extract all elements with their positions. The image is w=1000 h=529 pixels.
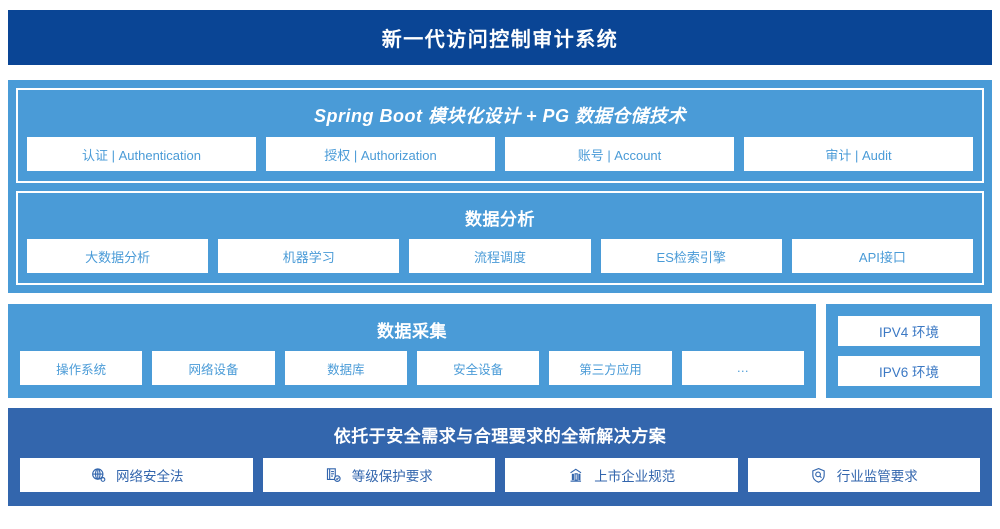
compliance-card-classified-protection[interactable]: 等级保护要求 — [262, 458, 495, 492]
platform-card-row: 认证 | Authentication 授权 | Authorization 账… — [27, 137, 973, 171]
environment-card-ipv4[interactable]: IPV4 环境 — [838, 316, 980, 346]
platform-card-authorization[interactable]: 授权 | Authorization — [266, 137, 495, 171]
analytics-panel-title: 数据分析 — [465, 210, 535, 229]
analytics-card-workflow-scheduling[interactable]: 流程调度 — [409, 239, 591, 273]
collection-card-security-device[interactable]: 安全设备 — [416, 351, 540, 385]
platform-panel: Spring Boot 模块化设计 + PG 数据仓储技术 认证 | Authe… — [16, 88, 984, 183]
analytics-card-es-search-engine[interactable]: ES检索引擎 — [600, 239, 782, 273]
collection-card-network-device[interactable]: 网络设备 — [152, 351, 275, 385]
platform-card-account[interactable]: 账号 | Account — [505, 137, 734, 171]
bank-building-icon — [567, 466, 585, 484]
analytics-card-machine-learning[interactable]: 机器学习 — [218, 239, 400, 273]
collection-panel-title: 数据采集 — [377, 322, 447, 341]
collection-panel: 数据采集 操作系统 网络设备 数据库 安全设备 第三方应用 … — [8, 304, 816, 398]
analytics-panel: 数据分析 大数据分析 机器学习 流程调度 ES检索引擎 API接口 — [16, 191, 984, 285]
compliance-card-label: 网络安全法 — [116, 469, 184, 484]
analytics-card-bigdata[interactable]: 大数据分析 — [27, 239, 209, 273]
platform-panel-title: Spring Boot 模块化设计 + PG 数据仓储技术 — [313, 106, 686, 126]
compliance-card-listed-enterprise-standard[interactable]: 上市企业规范 — [505, 458, 738, 492]
analytics-card-row: 大数据分析 机器学习 流程调度 ES检索引擎 API接口 — [27, 239, 974, 273]
compliance-layer-band: 依托于安全需求与合理要求的全新解决方案 网络安全法 — [8, 408, 992, 506]
environment-panel: IPV4 环境 IPV6 环境 — [826, 304, 992, 398]
checklist-document-icon — [325, 466, 343, 484]
collection-card-operating-system[interactable]: 操作系统 — [20, 351, 143, 385]
spacer — [8, 398, 992, 408]
application-layer-band: Spring Boot 模块化设计 + PG 数据仓储技术 认证 | Authe… — [8, 80, 992, 293]
platform-card-audit[interactable]: 审计 | Audit — [744, 137, 973, 171]
analytics-card-api[interactable]: API接口 — [791, 239, 974, 273]
shield-search-icon — [810, 466, 828, 484]
collection-card-database[interactable]: 数据库 — [284, 351, 407, 385]
compliance-card-cybersecurity-law[interactable]: 网络安全法 — [20, 458, 253, 492]
platform-card-authentication[interactable]: 认证 | Authentication — [27, 137, 256, 171]
compliance-card-row: 网络安全法 等级保护要求 — [20, 458, 980, 492]
page-title: 新一代访问控制审计系统 — [381, 29, 619, 51]
spacer — [8, 65, 992, 80]
page-header: 新一代访问控制审计系统 — [8, 10, 992, 65]
spacer — [8, 293, 992, 304]
compliance-card-label: 行业监管要求 — [836, 469, 918, 484]
compliance-panel-title: 依托于安全需求与合理要求的全新解决方案 — [333, 427, 667, 446]
compliance-card-label: 等级保护要求 — [351, 469, 433, 484]
compliance-card-label: 上市企业规范 — [594, 469, 676, 484]
compliance-card-industry-regulation[interactable]: 行业监管要求 — [747, 458, 980, 492]
collection-card-third-party-app[interactable]: 第三方应用 — [549, 351, 672, 385]
collection-card-row: 操作系统 网络设备 数据库 安全设备 第三方应用 … — [20, 351, 804, 385]
collection-card-more[interactable]: … — [681, 351, 804, 385]
globe-icon — [89, 466, 107, 484]
environment-card-ipv6[interactable]: IPV6 环境 — [838, 356, 980, 386]
collection-layer-row: 数据采集 操作系统 网络设备 数据库 安全设备 第三方应用 … IPV4 环境 … — [8, 304, 992, 398]
